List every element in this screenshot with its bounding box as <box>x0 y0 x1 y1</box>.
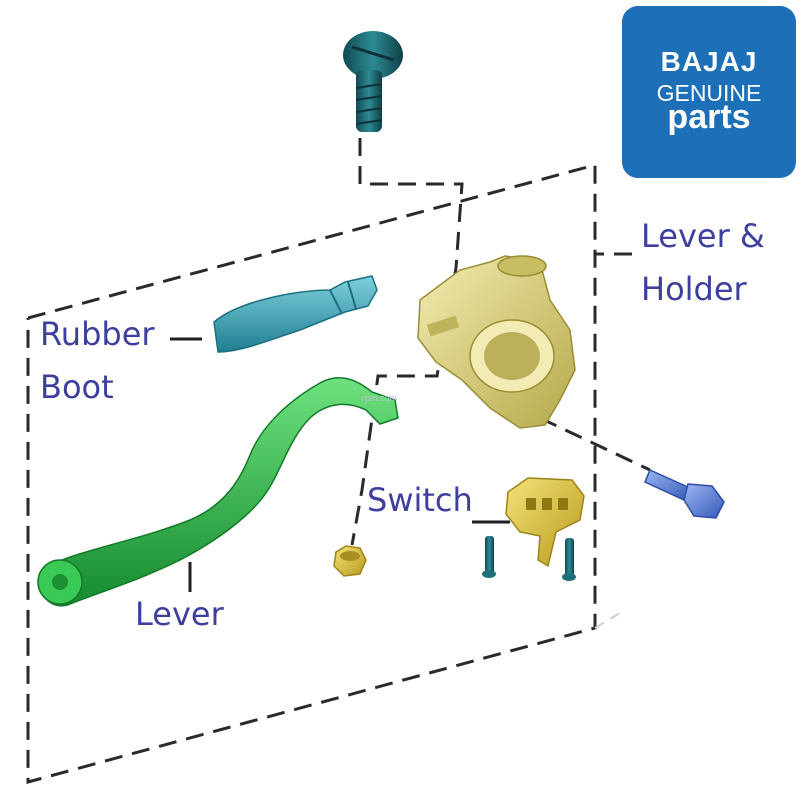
logo-parts: parts <box>667 98 751 136</box>
bolt-guide-line <box>539 416 651 472</box>
lever-label: Lever <box>135 595 224 633</box>
holder-bolt <box>644 468 725 519</box>
watermark: rpm.com <box>362 393 398 403</box>
pivot-nut <box>333 545 367 577</box>
switch-label: Switch <box>367 481 473 519</box>
lever-holder-label-line1: Lever & <box>641 217 765 255</box>
assembly-frame <box>26 138 651 784</box>
bajaj-genuine-parts-logo: BAJAJ GENUINE parts <box>622 6 796 178</box>
rubber-boot-label-line1: Rubber <box>40 315 155 353</box>
logo-brand: BAJAJ <box>660 46 758 77</box>
frame-shadow <box>594 609 626 629</box>
brake-lever <box>37 377 399 607</box>
brake-switch <box>505 477 585 568</box>
rubber-boot <box>213 275 378 353</box>
leader-lines <box>170 337 510 592</box>
lever-holder-label-line2: Holder <box>641 269 747 308</box>
top-screw <box>343 31 403 132</box>
lever-holder-label: Lever & Holder <box>641 210 765 316</box>
switch-screws <box>482 536 576 581</box>
rubber-boot-label-line2: Boot <box>40 367 114 406</box>
lever-holder <box>417 255 576 429</box>
rubber-boot-label: Rubber Boot <box>40 308 155 414</box>
logo-genuine: GENUINE <box>656 80 762 106</box>
